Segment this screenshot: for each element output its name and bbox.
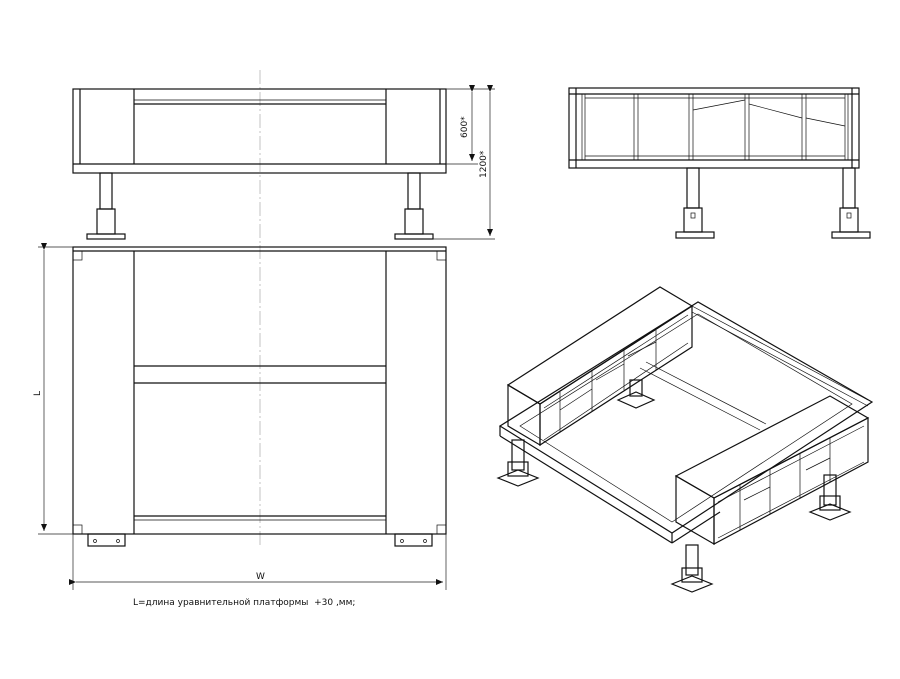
width-label: W (256, 572, 265, 582)
iso-leg-back-right (808, 474, 852, 521)
iso-leg-back-left (616, 379, 656, 409)
iso-box-left (506, 286, 694, 447)
isometric-view (496, 286, 874, 593)
plan-view: L W (33, 243, 447, 590)
iso-leg-front-left (496, 439, 540, 487)
plan-foot-plate-left (87, 533, 126, 547)
height-600-label: 600* (460, 116, 470, 138)
footnote: L=длина уравнительной платформы +30 ,мм; (133, 598, 356, 608)
front-elevation-view: 600* 1200* (72, 70, 495, 245)
side-leg-left (675, 167, 715, 239)
side-elevation-view (568, 87, 871, 239)
front-leg-left (86, 172, 126, 240)
plan-foot-plate-right (394, 533, 433, 547)
length-label: L (33, 391, 43, 396)
iso-box-right (674, 395, 870, 546)
side-leg-right (831, 167, 871, 239)
height-1200-label: 1200* (479, 150, 489, 178)
iso-leg-front-right (670, 544, 714, 593)
front-leg-right (394, 172, 434, 240)
